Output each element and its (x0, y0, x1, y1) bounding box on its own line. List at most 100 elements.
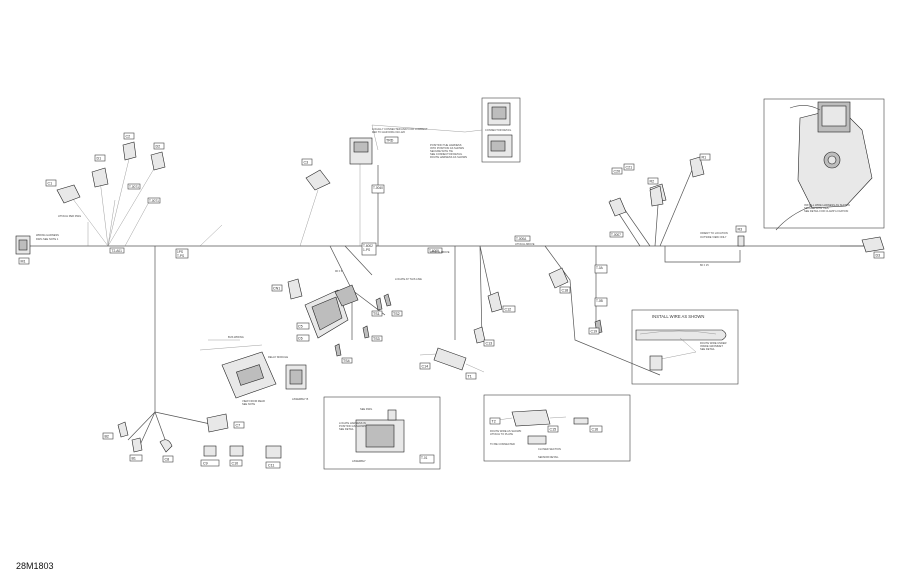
connector-tag: C10 (232, 462, 239, 466)
svg-text:T-0007: T-0007 (611, 233, 621, 237)
connector-c12: C12 (487, 291, 516, 313)
connector-tag: TS1 (373, 312, 380, 316)
svg-text:T-000A: T-000A (516, 237, 527, 241)
svg-text:SECURE WITH TIE: SECURE WITH TIE (430, 149, 453, 153)
svg-text:T2-A01: T2-A01 (112, 249, 123, 253)
svg-text:SEE NOTE: SEE NOTE (242, 402, 255, 406)
connector-c20: C20 (608, 167, 627, 217)
svg-text:SEE DETAIL FOR CLAMP LOCATION: SEE DETAIL FOR CLAMP LOCATION (804, 209, 848, 213)
svg-text:INTO POSITION AS SHOWN: INTO POSITION AS SHOWN (430, 146, 464, 150)
svg-text:ATTACH PER DWG: ATTACH PER DWG (58, 214, 81, 218)
control-module-top: TRD LOCALLY CONNECTED ANAT FOR CORRECT R… (349, 127, 428, 165)
svg-text:T-6002: T-6002 (363, 244, 373, 248)
connector-tag: TS2 (393, 312, 400, 316)
relay-assembly: BUS WIRING RELAY MODULE VIEW FROM REAR S… (199, 335, 308, 406)
svg-text:T-PS: T-PS (177, 254, 184, 258)
svg-text:ATTACH TO PLATE: ATTACH TO PLATE (490, 432, 513, 436)
connector-b1: B1 (129, 437, 143, 462)
connector-tag: C19 (591, 330, 598, 334)
connector-tag: C11 (268, 464, 274, 468)
fuse-relay-block: C5 C6 (296, 284, 359, 342)
upper-left-branches (69, 124, 466, 247)
svg-text:SECURE WITH TIES: SECURE WITH TIES (804, 206, 829, 210)
svg-text:T-6009: T-6009 (429, 249, 439, 253)
svg-text:SEE DETAIL: SEE DETAIL (339, 427, 354, 431)
svg-text:ATTACH ABOVE: ATTACH ABOVE (515, 242, 535, 246)
connector-c3: C3 (301, 158, 331, 191)
connector-tag: C14 (422, 365, 429, 369)
connector-tag: C9 (203, 462, 208, 466)
svg-text:POSITION THE HARNESS: POSITION THE HARNESS (430, 143, 462, 147)
connector-tag: C5 (298, 325, 303, 329)
connector-tag: C1 (48, 182, 53, 186)
connector-tag: R2 (650, 180, 655, 184)
svg-text:LOCALLY CONNECTED ANAT FOR COR: LOCALLY CONNECTED ANAT FOR CORRECT (372, 127, 428, 131)
terminal-ts4: TS4 (334, 343, 353, 364)
connector-c13: C13 (473, 326, 495, 347)
detail-box-fuse: LOCATE HARNESS IN POSITION AS SHOWN SEE … (323, 396, 441, 470)
svg-text:SEE CONNECTOR DETAIL: SEE CONNECTOR DETAIL (430, 152, 463, 156)
connector-tag: C7 (236, 424, 241, 428)
connector-tag: C16 (592, 428, 599, 432)
svg-text:T-0A: T-0A (596, 266, 604, 270)
connector-m1: M1 (15, 235, 31, 265)
connector-tag: C8 (165, 458, 170, 462)
connector-d1: D1 (91, 154, 109, 188)
terminal-ts3: TS3 (362, 325, 383, 342)
connector-tag: C20 (614, 170, 621, 174)
connector-tag: CN1 (273, 287, 280, 291)
connector-tag: B1 (132, 457, 136, 461)
svg-text:ASSEMBLY B: ASSEMBLY B (292, 397, 308, 401)
connector-r2: R2 (647, 177, 664, 207)
svg-text:TO BE CONNECTED: TO BE CONNECTED (490, 442, 515, 446)
svg-text:ROUTE HARNESS AS SHOWN: ROUTE HARNESS AS SHOWN (430, 155, 467, 159)
svg-text:LOCATE AT THIS LINE: LOCATE AT THIS LINE (395, 277, 422, 281)
svg-text:ROUTE WIRE UNDER: ROUTE WIRE UNDER (700, 341, 727, 345)
sensor-probe: C14 T1 (419, 347, 485, 380)
connector-c10: C10 (229, 445, 244, 467)
connector-tag: D2 (156, 145, 161, 149)
svg-text:RELAY MODULE: RELAY MODULE (268, 355, 288, 359)
svg-text:T-0071: T-0071 (129, 185, 139, 189)
connector-tag: C13 (486, 342, 493, 346)
trunk-labels: T2-A01 1PS T-PS T-6002 1-PS T-6009 T-000… (36, 183, 728, 307)
main-harness-trunk (28, 165, 868, 446)
connector-tag: C6 (298, 337, 303, 341)
svg-text:CLOSED SECTION: CLOSED SECTION (538, 447, 561, 451)
connector-r1: R1 (689, 153, 711, 178)
connector-c1: C1 (45, 179, 81, 204)
svg-text:WIRING HARNESS: WIRING HARNESS (36, 233, 59, 237)
svg-text:DWG SEE NOTE 1: DWG SEE NOTE 1 (36, 237, 59, 241)
connector-c9: C9 (200, 445, 220, 467)
terminal-ts2: TS2 (383, 293, 403, 317)
engine-detail: INSTALL WIRE HARNESS AS SHOWN SECURE WIT… (763, 98, 885, 231)
connector-cn1: CN1 (271, 278, 303, 300)
connector-tag: C3 (304, 161, 309, 165)
connector-tag: R1 (702, 156, 707, 160)
tag-m1: M1 (21, 260, 26, 264)
svg-text:ROUTE WIRE AS SHOWN: ROUTE WIRE AS SHOWN (490, 429, 521, 433)
connector-tag: C15 (550, 428, 557, 432)
reference-code: 28M1803 (16, 561, 54, 571)
svg-text:REF TO HAR DWG 010-120: REF TO HAR DWG 010-120 (372, 130, 405, 134)
connector-tag: C21 (626, 166, 633, 170)
svg-text:SENSOR DETAIL: SENSOR DETAIL (538, 455, 559, 459)
svg-text:ORIENT TO LOCATION: ORIENT TO LOCATION (700, 231, 728, 235)
install-note: INSTALL WIRE AS SHOWN (652, 314, 704, 319)
connector-c7: C7 (206, 413, 245, 433)
connector-c8: C8 (159, 439, 174, 463)
connector-c19: C19 (588, 319, 603, 335)
svg-text:80 ± 15: 80 ± 15 (700, 263, 709, 267)
svg-text:INSTALL WIRE HARNESS AS SHOWN: INSTALL WIRE HARNESS AS SHOWN (804, 203, 850, 207)
connector-d2: D2 (150, 142, 166, 171)
svg-text:VIEW FROM REAR: VIEW FROM REAR (242, 399, 265, 403)
install-detail: INSTALL WIRE AS SHOWN ROUTE WIRE UNDER I… (631, 309, 739, 385)
connector-tag: C12 (505, 308, 512, 312)
svg-text:T-0040: T-0040 (373, 186, 383, 190)
svg-text:T-01: T-01 (421, 456, 428, 460)
connector-tag: R3 (738, 228, 743, 232)
svg-text:T-0B: T-0B (596, 299, 603, 303)
connector-b2: B2 (102, 421, 129, 440)
svg-text:1-PS: 1-PS (363, 248, 370, 252)
